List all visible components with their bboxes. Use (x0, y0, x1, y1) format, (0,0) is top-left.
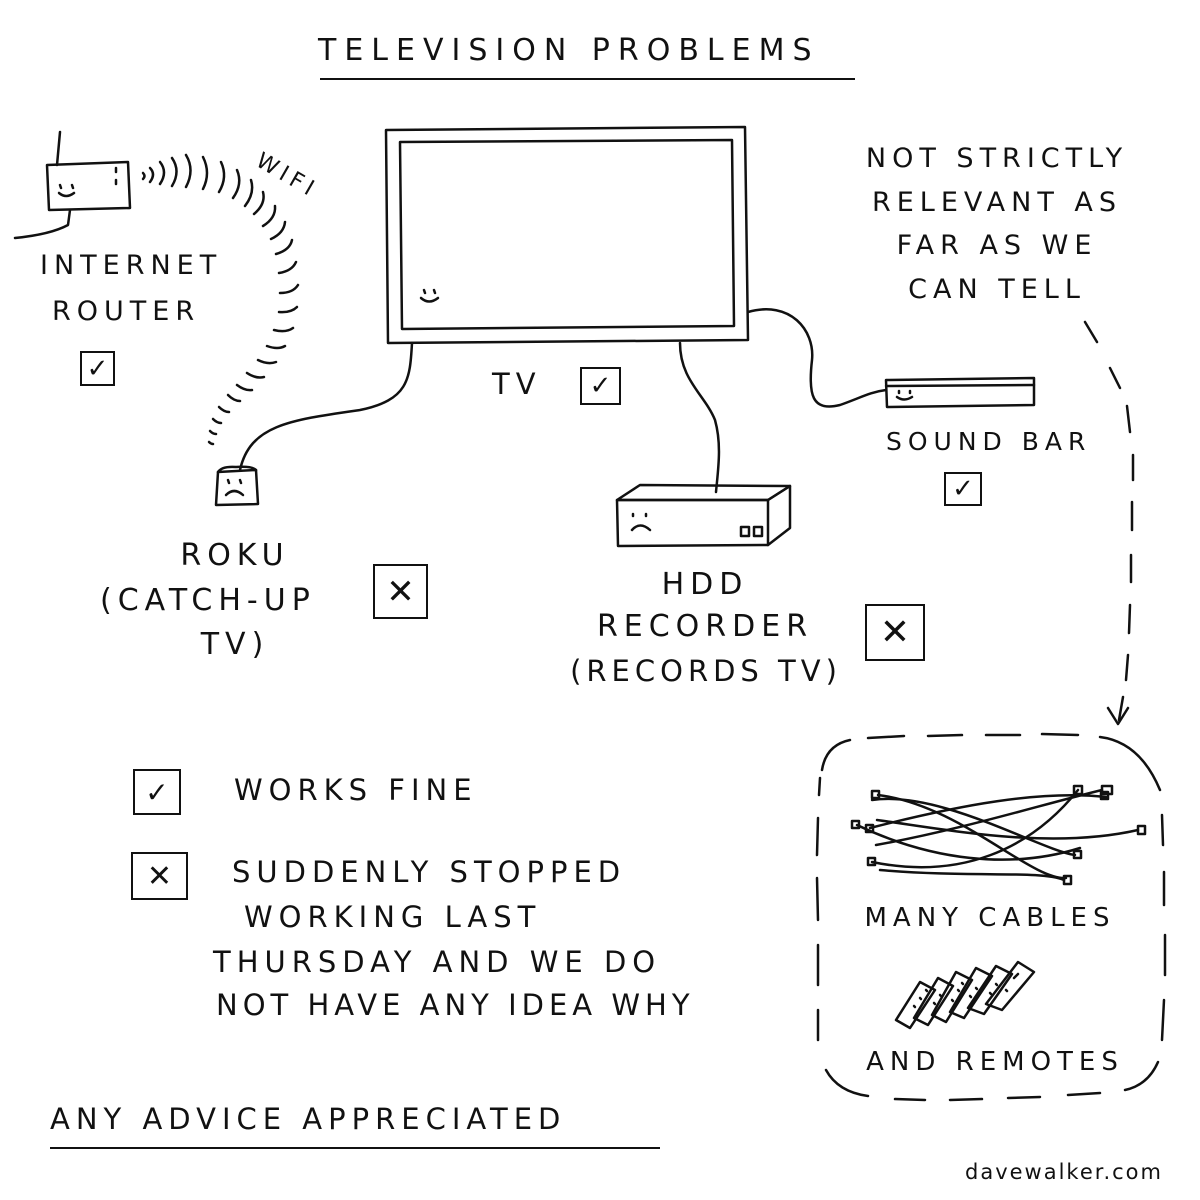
tv-label: TV (492, 367, 542, 401)
remotes-label: AND REMOTES (866, 1047, 1124, 1077)
roku-icon (214, 465, 260, 507)
tv-icon (384, 125, 750, 345)
note-line1: NOT STRICTLY (865, 143, 1129, 174)
note-arrow (1083, 320, 1135, 726)
legend-broken-line1: SUDDENLY STOPPED (232, 855, 627, 889)
hdd-label-line1: HDD (661, 567, 749, 602)
legend-broken-cross: ✕ (131, 852, 188, 900)
hdd-label-line3: (RECORDS TV) (570, 654, 842, 688)
soundbar-cable (746, 308, 888, 408)
roku-label-line2: (CATCH-UP (100, 583, 316, 618)
note-line4: CAN TELL (908, 274, 1086, 305)
router-status-check: ✓ (80, 351, 115, 386)
cables-icon (850, 784, 1147, 886)
tv-status-check: ✓ (580, 367, 621, 405)
cables-label: MANY CABLES (864, 903, 1116, 933)
router-icon (13, 130, 132, 240)
note-line3: FAR AS WE (896, 230, 1098, 261)
soundbar-label: SOUND BAR (886, 427, 1092, 456)
roku-label-line3: TV) (200, 627, 270, 662)
roku-label-line1: ROKU (180, 538, 290, 573)
roku-status-cross: ✕ (373, 564, 428, 619)
legend-broken-line3: THURSDAY AND WE DO (213, 945, 662, 979)
remotes-icon (894, 960, 1036, 1030)
note-line2: RELEVANT AS (871, 187, 1123, 218)
footer-underline (50, 1147, 660, 1149)
router-label-line1: INTERNET (40, 250, 223, 281)
legend-works-check: ✓ (133, 769, 181, 815)
router-label-line2: ROUTER (52, 296, 201, 327)
legend-broken-line2: WORKING LAST (244, 900, 542, 934)
clutter-dashed-box (815, 732, 1167, 1102)
hdd-cable (678, 341, 721, 494)
hdd-status-cross: ✕ (865, 604, 925, 661)
title-underline (320, 78, 855, 80)
hdd-recorder-icon (615, 483, 792, 548)
soundbar-icon (884, 376, 1036, 409)
soundbar-status-check: ✓ (944, 472, 982, 506)
credit-text: davewalker.com (965, 1160, 1163, 1184)
hdd-label-line2: RECORDER (596, 609, 814, 644)
roku-cable (238, 341, 414, 472)
legend-broken-line4: NOT HAVE ANY IDEA WHY (216, 988, 695, 1022)
legend-works-text: WORKS FINE (234, 773, 478, 807)
page-title: TELEVISION PROBLEMS (318, 33, 820, 68)
wifi-signal-icon (141, 153, 300, 446)
footer-text: ANY ADVICE APPRECIATED (50, 1102, 567, 1136)
